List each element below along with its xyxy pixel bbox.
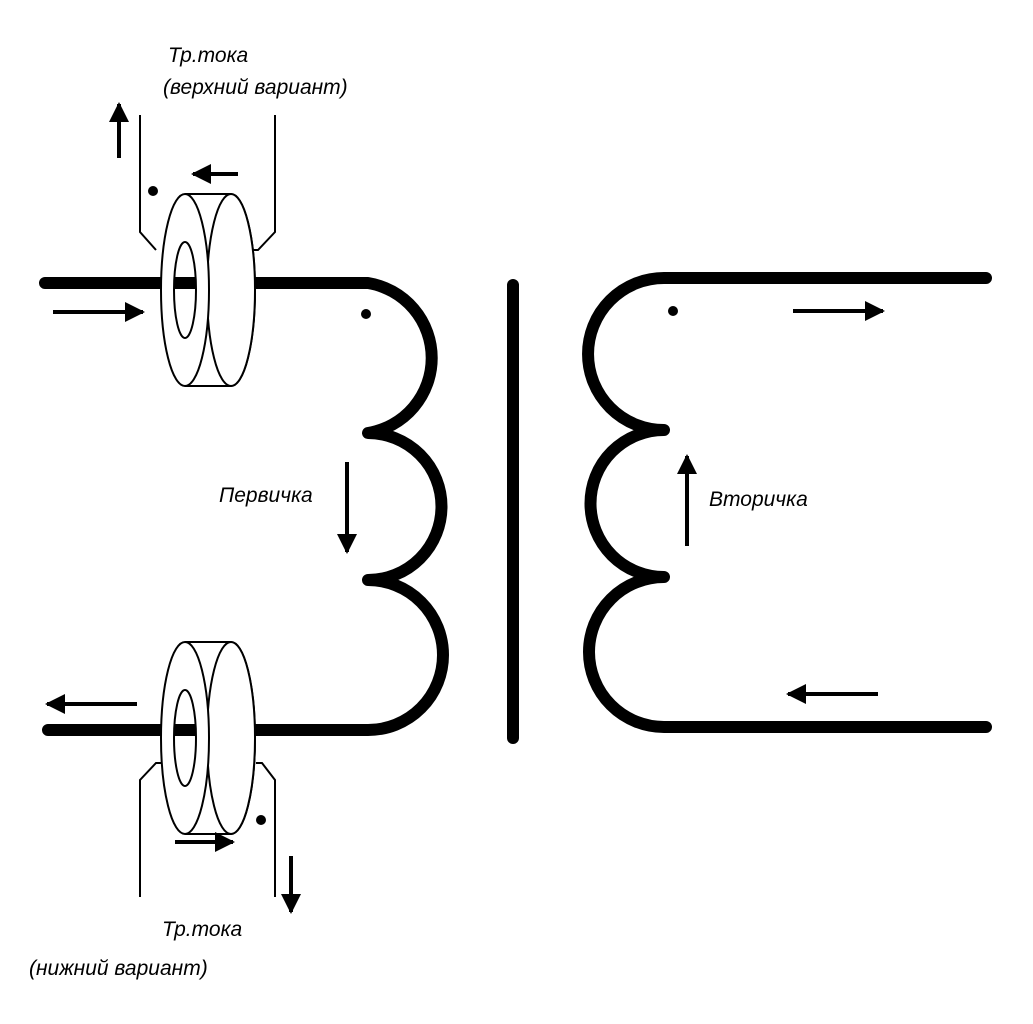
- top-ct-variant: (верхний вариант): [163, 76, 348, 99]
- polarity-dots: [148, 186, 678, 825]
- bottom-ct-title: Тр.тока: [162, 918, 243, 941]
- bottom-ct-leads: [139, 762, 276, 897]
- bottom-ct-polarity-dot: [256, 815, 266, 825]
- current-arrows: [45, 102, 885, 914]
- primary-label: Первичка: [219, 484, 313, 507]
- secondary-label: Вторичка: [709, 488, 808, 511]
- primary-polarity-dot: [361, 309, 371, 319]
- bottom-ct-variant: (нижний вариант): [29, 957, 208, 980]
- primary-winding: [39, 277, 449, 736]
- top-ct-leads: [139, 115, 276, 251]
- top-ct-ring: [160, 193, 256, 387]
- secondary-winding: [582, 272, 992, 733]
- secondary-polarity-dot: [668, 306, 678, 316]
- bottom-ct-ring: [160, 641, 256, 835]
- top-ct-polarity-dot: [148, 186, 158, 196]
- top-ct-title: Тр.тока: [168, 44, 249, 67]
